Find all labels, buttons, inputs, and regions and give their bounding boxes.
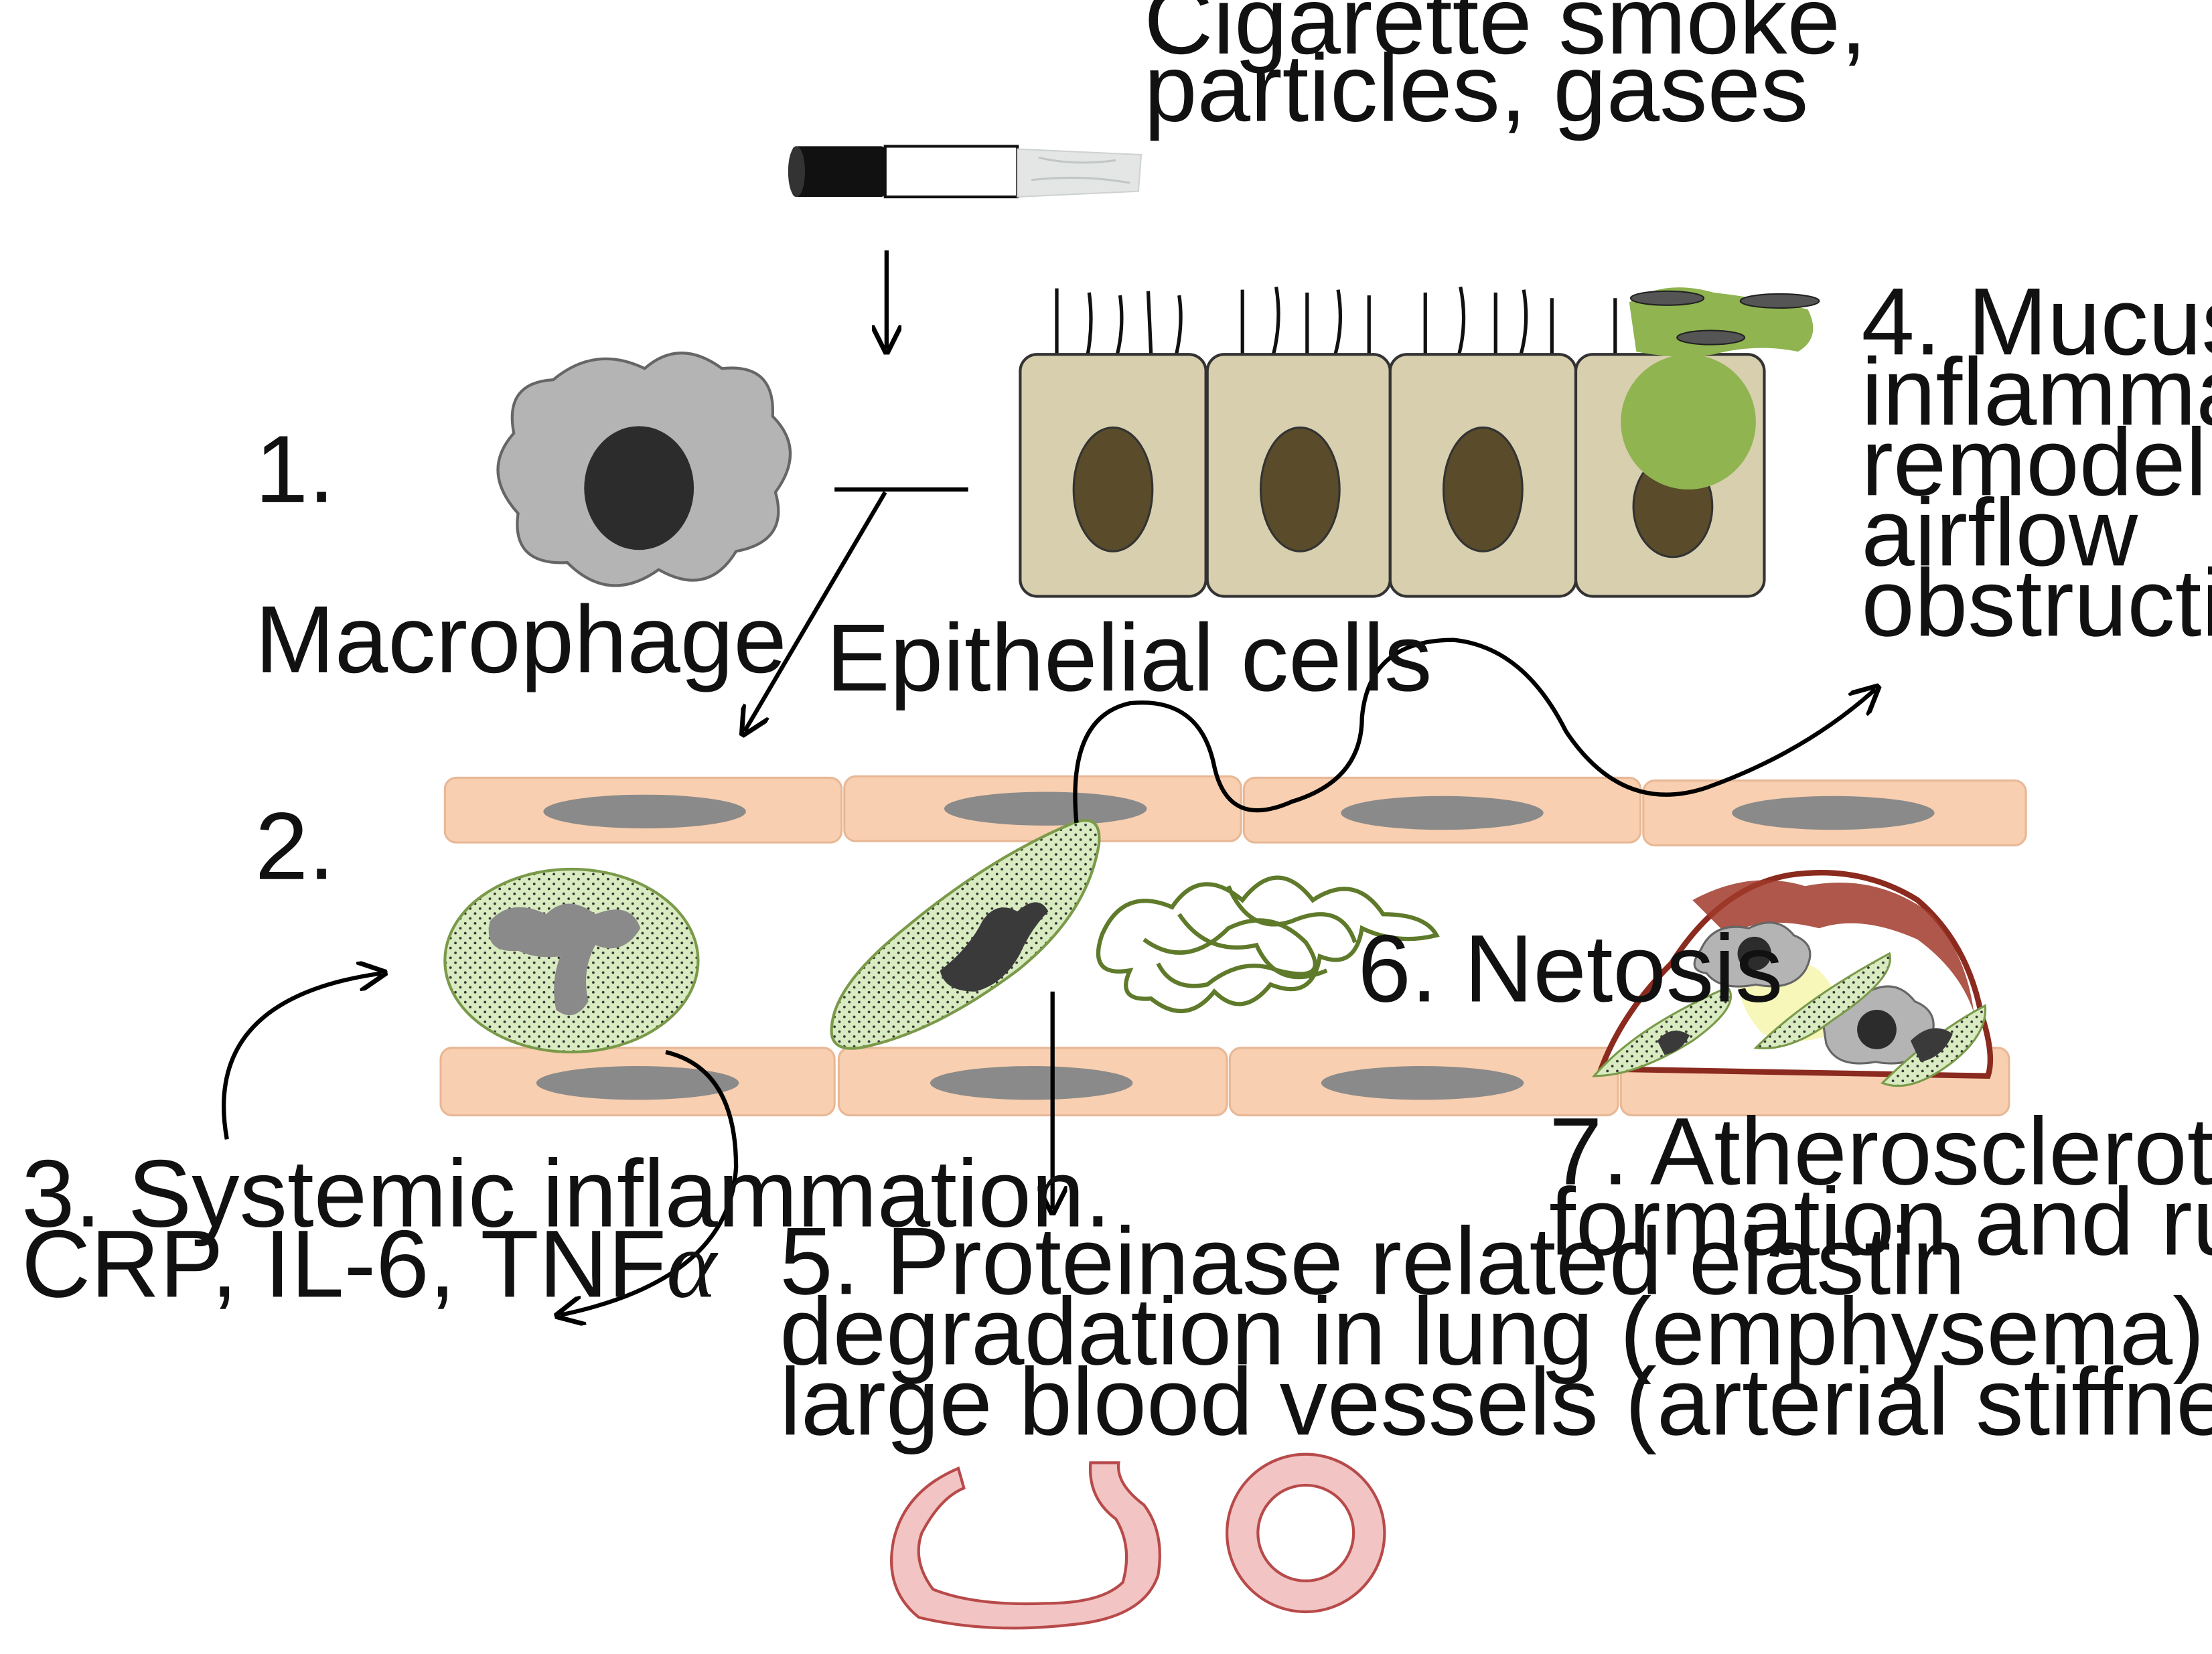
epithelial-layer bbox=[1019, 286, 1820, 598]
epithelial-label: Epithelial cells bbox=[826, 605, 1432, 711]
smoke-label-line2: particles, gases bbox=[1144, 35, 1808, 142]
vessel-top-wall bbox=[443, 775, 2027, 846]
macrophage-label: Macrophage bbox=[255, 587, 787, 693]
step4-label-line3: remodeling, bbox=[1861, 409, 2212, 516]
elastin-fragment-icon bbox=[890, 1461, 1161, 1630]
step3-label-line1: 3. Systemic inflammation. bbox=[21, 1140, 1111, 1247]
step3-label-line2: CRP, IL-6, TNFα bbox=[21, 1211, 719, 1318]
step7-label-line1: 7. Atherosclerotic plaque bbox=[1549, 1098, 2212, 1205]
neutrophil-icon bbox=[443, 867, 700, 1054]
step4-label-line5: obstruction bbox=[1861, 550, 2212, 656]
plaque-icon bbox=[1591, 870, 1994, 1087]
step7-label-line2: formation and rupture bbox=[1549, 1169, 2212, 1276]
alpha-symbol: α bbox=[666, 1212, 719, 1318]
neutrophil-icon bbox=[830, 819, 1101, 1050]
smoke-label-line1: Cigarette smoke, bbox=[1144, 0, 1866, 74]
step5-label-line1: 5. Proteinase related elastin bbox=[780, 1208, 1965, 1314]
netosis-to-airway-arrow bbox=[1073, 637, 1875, 823]
systemic-inflammation-in-arrow bbox=[222, 973, 382, 1140]
step4-label-line2: inflammation, bbox=[1861, 339, 2212, 445]
inhibition-arrow bbox=[745, 491, 887, 731]
step5-label-line3: large blood vessels (arterial stiffness) bbox=[780, 1349, 2212, 1455]
step2-label: 2. bbox=[255, 794, 335, 900]
step4-label-line4: airflow bbox=[1861, 479, 2138, 586]
goblet-cell-icon bbox=[1574, 287, 1820, 598]
step5-label-line2: degradation in lung (emphysema) and bbox=[780, 1278, 2212, 1385]
net-fibers-icon bbox=[1096, 875, 1440, 1013]
systemic-inflammation-out-arrow bbox=[561, 1049, 739, 1315]
step1-label: 1. bbox=[255, 417, 335, 523]
elastin-ring-icon bbox=[1226, 1452, 1386, 1614]
step4-label-line1: 4. Mucus, bbox=[1861, 269, 2212, 375]
step6-label: 6. Netosis bbox=[1357, 915, 1783, 1022]
cigarette-icon bbox=[788, 145, 1142, 199]
macrophage-icon bbox=[496, 352, 792, 587]
